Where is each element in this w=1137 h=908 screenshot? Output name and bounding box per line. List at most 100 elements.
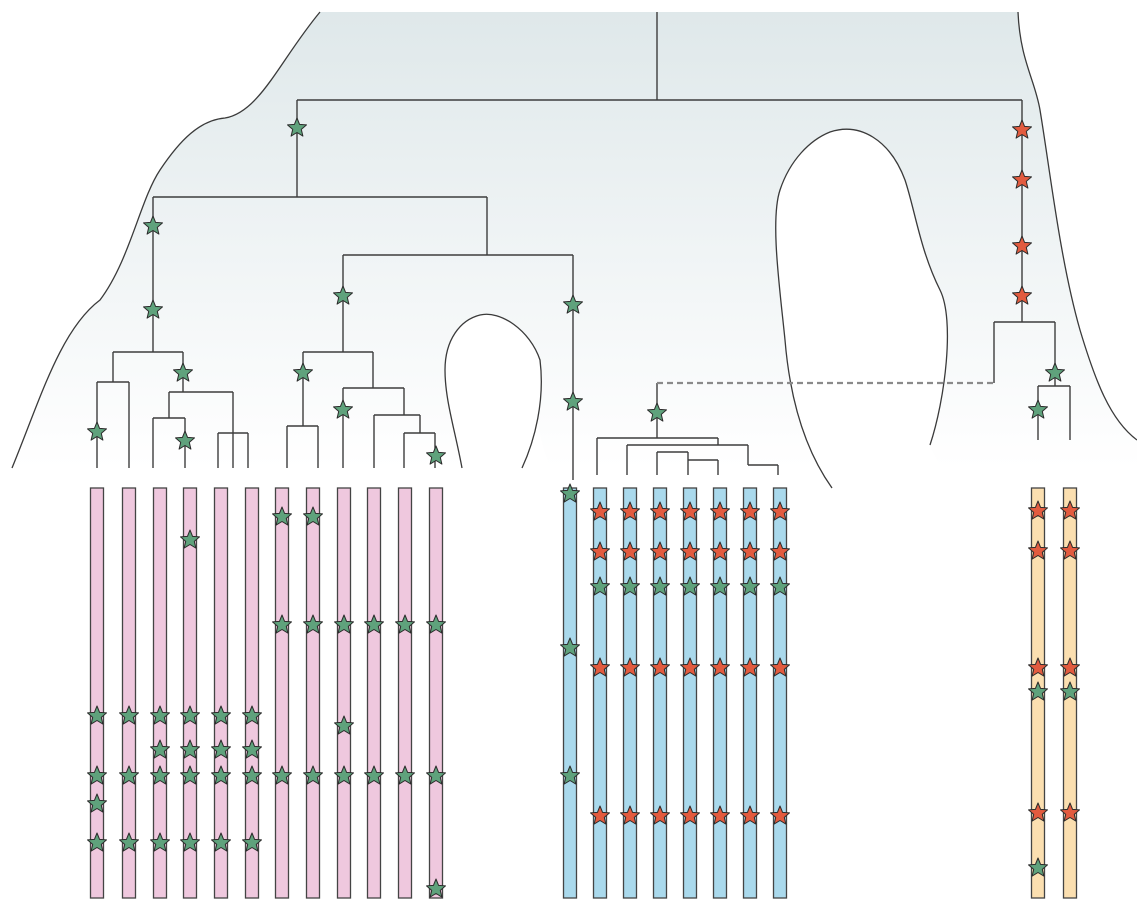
red-star-icon [770,541,790,561]
green-star-icon [119,765,139,785]
green-star-icon [272,506,292,526]
green-star-icon [333,399,353,419]
red-star-icon [620,657,640,677]
pink-bar [244,487,260,899]
green-star-icon [242,832,262,852]
red-star-icon [590,657,610,677]
green-star-icon [150,765,170,785]
green-star-icon [211,705,231,725]
island-middle [775,128,949,489]
red-star-icon [1060,802,1080,822]
green-star-icon [293,362,313,382]
red-star-icon [650,805,670,825]
green-star-icon [180,765,200,785]
green-star-icon [395,765,415,785]
green-star-icon [242,739,262,759]
red-star-icon [740,805,760,825]
green-star-icon [272,614,292,634]
green-star-icon [180,529,200,549]
green-star-icon [770,576,790,596]
green-star-icon [1045,362,1065,382]
green-star-icon [364,614,384,634]
pink-bar [89,487,105,899]
pink-bar [274,487,290,899]
red-star-icon [1028,802,1048,822]
green-star-icon [303,614,323,634]
green-star-icon [710,576,730,596]
red-star-icon [1012,235,1032,255]
green-star-icon [560,483,580,503]
green-star-icon [173,362,193,382]
green-star-icon [590,576,610,596]
green-star-icon [426,445,446,465]
green-star-icon [364,765,384,785]
green-star-icon [87,832,107,852]
red-star-icon [1012,285,1032,305]
red-star-icon [710,501,730,521]
background-region [11,11,1137,489]
green-star-icon [426,614,446,634]
green-star-icon [150,705,170,725]
red-star-icon [620,805,640,825]
green-star-icon [560,637,580,657]
green-star-icon [143,299,163,319]
green-star-icon [242,705,262,725]
red-star-icon [770,805,790,825]
left-outline [11,11,321,469]
red-star-icon [650,657,670,677]
red-star-icon [680,541,700,561]
green-star-icon [620,576,640,596]
green-star-icon [680,576,700,596]
green-star-icon [143,215,163,235]
red-star-icon [710,805,730,825]
tree-branches [96,12,1071,480]
red-star-icon [680,501,700,521]
pink-bar [121,487,137,899]
green-star-icon [242,765,262,785]
green-star-icon [150,832,170,852]
red-star-icon [680,805,700,825]
red-star-icon [590,501,610,521]
red-star-icon [740,657,760,677]
green-star-icon [334,715,354,735]
green-star-icon [87,421,107,441]
pink-bar [428,487,444,899]
green-star-icon [563,391,583,411]
green-star-icon [150,739,170,759]
green-star-icon [426,878,446,898]
green-star-icon [175,430,195,450]
green-star-icon [1028,399,1048,419]
red-star-icon [770,501,790,521]
pink-bar [366,487,382,899]
green-star-icon [333,285,353,305]
red-star-icon [620,541,640,561]
green-star-icon [1060,681,1080,701]
red-star-icon [1060,540,1080,560]
green-star-icon [1028,857,1048,877]
red-star-icon [740,501,760,521]
red-star-icon [650,501,670,521]
red-star-icon [1060,500,1080,520]
pink-bar [152,487,168,899]
green-star-icon [211,739,231,759]
red-star-icon [1012,169,1032,189]
green-star-icon [211,832,231,852]
red-star-icon [1012,119,1032,139]
green-star-icon [272,765,292,785]
red-star-icon [740,541,760,561]
green-star-icon [211,765,231,785]
mutation-stars [87,117,1080,898]
pink-bar [182,487,198,899]
red-star-icon [1060,657,1080,677]
green-star-icon [119,705,139,725]
red-star-icon [590,541,610,561]
green-star-icon [395,614,415,634]
green-star-icon [303,506,323,526]
green-star-icon [87,793,107,813]
right-outline [1017,11,1137,441]
red-star-icon [650,541,670,561]
island-left [444,313,542,469]
green-star-icon [563,294,583,314]
red-star-icon [1028,500,1048,520]
